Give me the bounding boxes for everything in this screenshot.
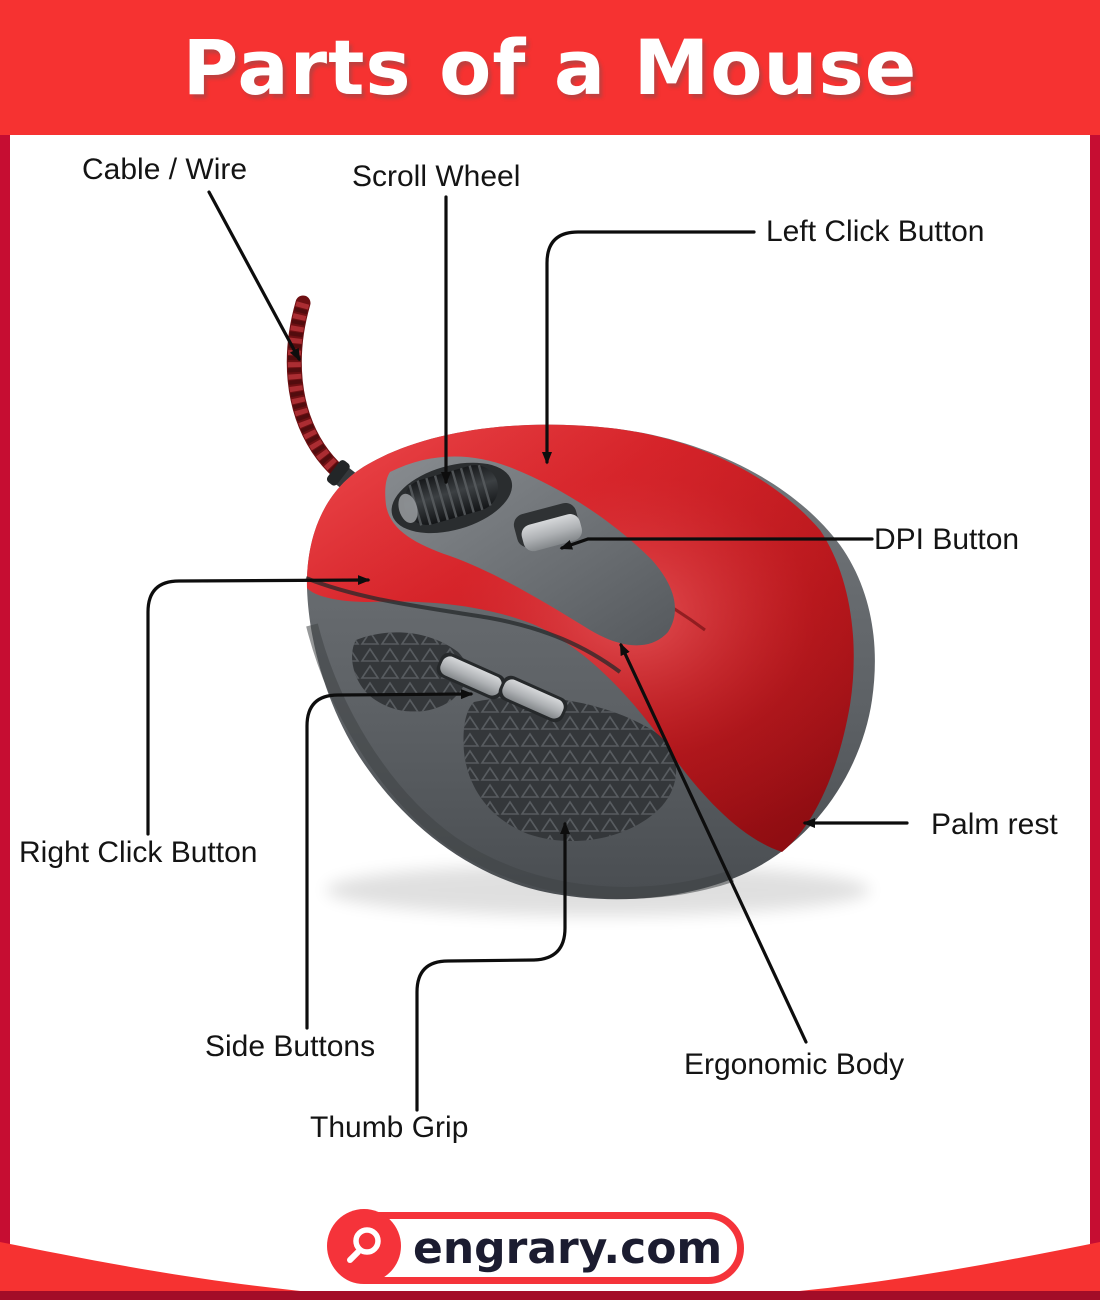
title-banner: Parts of a Mouse xyxy=(0,0,1100,135)
leader-left-click xyxy=(542,230,756,465)
left-border xyxy=(0,135,10,1300)
brand-text: engrary.com xyxy=(413,1223,723,1274)
side-buttons xyxy=(436,652,568,723)
magnifier-icon xyxy=(347,1227,381,1263)
footer-logo: engrary.com xyxy=(327,1209,744,1284)
label-thumb-grip: Thumb Grip xyxy=(310,1111,469,1144)
leader-ergonomic-body xyxy=(619,642,808,1044)
thumb-grip-texture xyxy=(352,632,677,842)
label-left-click: Left Click Button xyxy=(766,215,985,248)
bottom-right-wave xyxy=(790,1242,1100,1292)
page-title: Parts of a Mouse xyxy=(182,23,918,112)
label-side-buttons: Side Buttons xyxy=(205,1030,376,1063)
leader-dpi xyxy=(559,537,874,550)
leader-side-buttons xyxy=(305,689,474,1030)
leader-right-click xyxy=(146,575,371,836)
bottom-accent-bar xyxy=(0,1291,1100,1300)
right-border xyxy=(1090,135,1100,1300)
dpi-button xyxy=(513,502,583,552)
label-ergonomic-body: Ergonomic Body xyxy=(684,1048,905,1081)
label-palm-rest: Palm rest xyxy=(931,808,1058,841)
label-scroll-wheel: Scroll Wheel xyxy=(352,160,521,193)
bottom-left-wave xyxy=(0,1242,310,1292)
leader-lines xyxy=(146,190,909,1112)
label-right-click: Right Click Button xyxy=(19,836,258,869)
logo-circle xyxy=(327,1209,401,1283)
label-dpi: DPI Button xyxy=(874,523,1020,556)
leader-thumb-grip xyxy=(415,821,570,1112)
label-cable-wire: Cable / Wire xyxy=(82,153,248,186)
leader-cable-wire xyxy=(207,190,301,362)
